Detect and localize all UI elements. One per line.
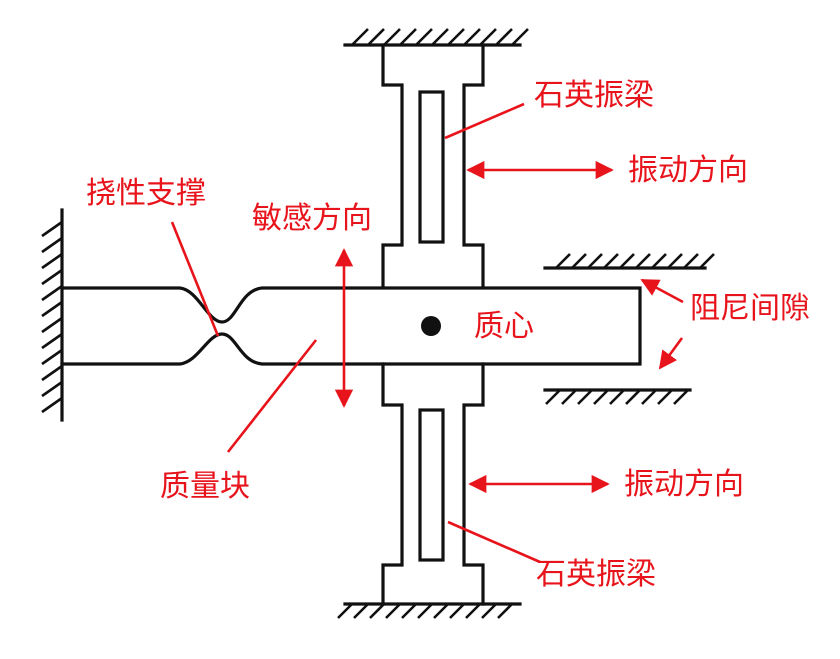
label-sensitive-direction: 敏感方向 xyxy=(252,201,372,236)
leader-flexure xyxy=(170,221,220,337)
label-proof-mass: 质量块 xyxy=(160,469,250,504)
damping-plate-lower xyxy=(543,388,692,405)
hatch-mark xyxy=(625,389,641,405)
hatch-mark xyxy=(399,28,417,46)
hatch-mark xyxy=(41,348,63,366)
hatch-mark xyxy=(41,236,63,254)
hatch-mark xyxy=(481,603,497,619)
hatch-mark xyxy=(337,603,353,619)
hatch-mark xyxy=(657,389,673,405)
hatch-mark xyxy=(609,389,625,405)
hatch-mark xyxy=(619,253,635,269)
label-vibration-direction-bottom: 振动方向 xyxy=(624,467,744,502)
leader-quartz-beam-top xyxy=(444,102,525,140)
hatch-mark xyxy=(41,332,63,350)
hatch-mark xyxy=(401,603,417,619)
hatch-mark xyxy=(673,389,689,405)
label-quartz-beam-top: 石英振梁 xyxy=(534,78,654,113)
label-flexure-support: 挠性支撑 xyxy=(86,176,206,211)
hatch-mark xyxy=(417,603,433,619)
hatch-mark xyxy=(667,253,683,269)
hatch-mark xyxy=(603,253,619,269)
hatch-mark xyxy=(41,268,63,286)
hatch-mark xyxy=(571,253,587,269)
leader-proof-mass xyxy=(226,339,318,453)
hatch-mark xyxy=(385,603,401,619)
hatch-mark xyxy=(383,28,401,46)
leader-damping-gap-lower xyxy=(658,337,684,370)
hatch-mark xyxy=(353,603,369,619)
hatch-mark xyxy=(465,603,481,619)
hatch-mark xyxy=(479,28,497,46)
proof-mass xyxy=(60,286,642,366)
hatch-mark xyxy=(41,300,63,318)
label-vibration-direction-top: 振动方向 xyxy=(628,153,748,188)
hatch-mark xyxy=(683,253,699,269)
hatch-mark xyxy=(699,253,715,269)
hatch-mark xyxy=(593,389,609,405)
leader-quartz-beam-bottom xyxy=(447,520,541,564)
hatch-mark xyxy=(463,28,481,46)
hatch-mark xyxy=(41,220,63,238)
hatch-mark xyxy=(495,28,513,46)
leader-damping-gap-upper xyxy=(640,278,684,304)
hatch-mark xyxy=(651,253,667,269)
label-damping-gap: 阻尼间隙 xyxy=(690,291,810,326)
damping-plate-upper xyxy=(543,253,715,270)
top-ground-support xyxy=(343,28,529,47)
bottom-ground-support xyxy=(337,602,522,619)
hatch-mark xyxy=(41,284,63,302)
hatch-mark xyxy=(449,603,465,619)
hatch-mark xyxy=(635,253,651,269)
hatch-mark xyxy=(415,28,433,46)
hatch-mark xyxy=(587,253,603,269)
center-of-mass-dot xyxy=(421,316,441,336)
left-wall-support xyxy=(41,208,64,422)
bottom-quartz-beam xyxy=(381,362,485,606)
hatch-mark xyxy=(577,389,593,405)
hatch-mark xyxy=(41,316,63,334)
hatch-mark xyxy=(545,389,561,405)
hatch-mark xyxy=(351,28,369,46)
hatch-mark xyxy=(433,603,449,619)
hatch-mark xyxy=(555,253,571,269)
hatch-mark xyxy=(641,389,657,405)
hatch-mark xyxy=(41,252,63,270)
hatch-mark xyxy=(369,603,385,619)
hatch-mark xyxy=(41,380,63,398)
hatch-mark xyxy=(561,389,577,405)
hatch-mark xyxy=(497,603,513,619)
label-center-of-mass: 质心 xyxy=(474,309,534,344)
hatch-mark xyxy=(511,28,529,46)
hatch-mark xyxy=(41,396,63,414)
hatch-mark xyxy=(447,28,465,46)
top-quartz-beam xyxy=(381,43,485,288)
hatch-mark xyxy=(431,28,449,46)
hatch-mark xyxy=(367,28,385,46)
hatch-mark xyxy=(41,364,63,382)
label-quartz-beam-bottom: 石英振梁 xyxy=(536,557,656,592)
